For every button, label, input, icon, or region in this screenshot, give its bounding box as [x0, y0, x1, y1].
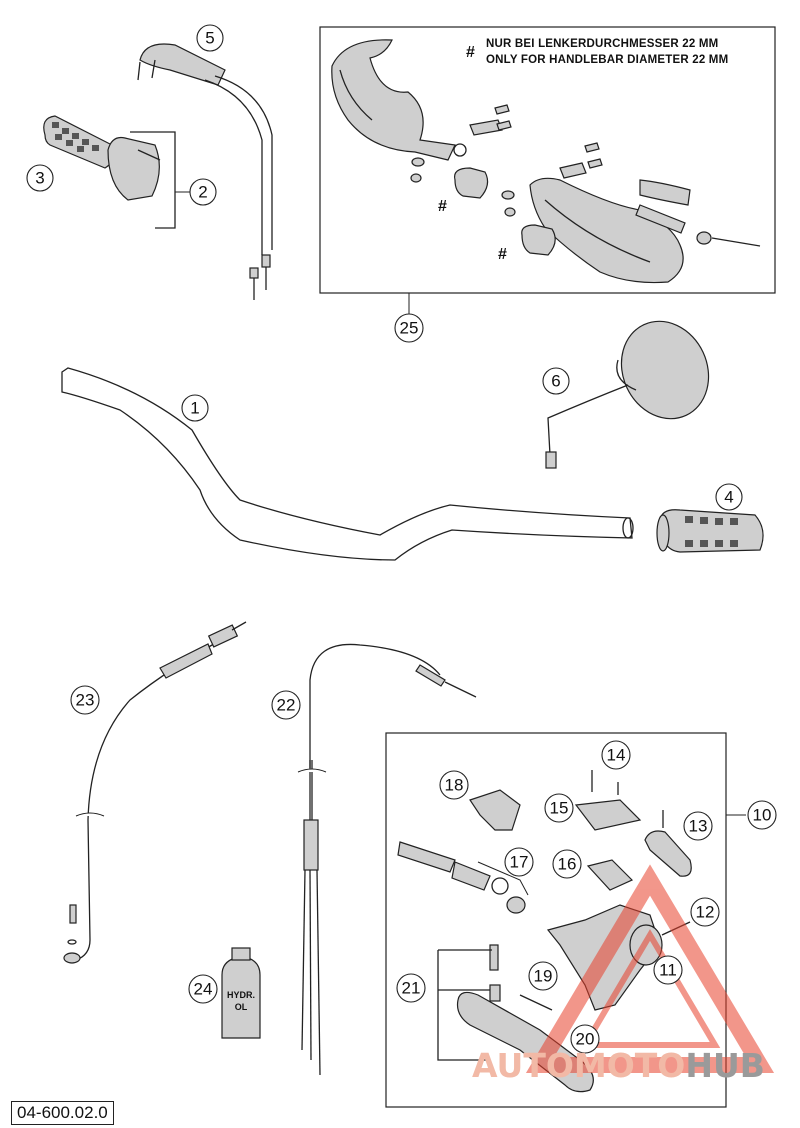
leader-17 — [477, 861, 529, 896]
bottle-label-line2: OL — [235, 1002, 248, 1012]
callout-25: 25 — [394, 313, 424, 343]
callout-5-label: 5 — [205, 29, 214, 48]
callout-11-label: 11 — [659, 961, 677, 980]
note-line-german: NUR BEI LENKERDURCHMESSER 22 MM — [486, 38, 719, 50]
note-line-english: ONLY FOR HANDLEBAR DIAMETER 22 MM — [486, 54, 729, 66]
callout-4-label: 4 — [724, 488, 733, 507]
callout-23: 23 — [70, 685, 100, 715]
callout-12-label: 12 — [696, 903, 715, 922]
callout-13-label: 13 — [689, 817, 708, 836]
callout-23-label: 23 — [76, 691, 95, 710]
callout-6: 6 — [542, 367, 570, 395]
callout-19-label: 19 — [534, 967, 553, 986]
callout-15: 15 — [544, 793, 574, 823]
callout-22: 22 — [271, 690, 301, 720]
diagram-code: 04-600.02.0 — [11, 1101, 114, 1125]
callout-21: 21 — [396, 973, 426, 1003]
callout-14-label: 14 — [607, 746, 626, 765]
callout-12: 12 — [690, 897, 720, 927]
callout-2-label: 2 — [198, 183, 207, 202]
callout-10-label: 10 — [753, 806, 772, 825]
callout-3-label: 3 — [35, 169, 44, 188]
handlebar — [61, 367, 633, 561]
diameter-note: NUR BEI LENKERDURCHMESSER 22 MM ONLY FOR… — [486, 36, 728, 68]
hash-marker-2: # — [498, 246, 507, 263]
brake-hose — [63, 621, 247, 964]
callout-20-label: 20 — [576, 1030, 595, 1049]
callout-6-label: 6 — [551, 372, 560, 391]
callout-11: 11 — [653, 955, 683, 985]
callout-1: 1 — [181, 394, 209, 422]
hydraulic-oil-bottle: HYDR. OL — [221, 947, 261, 1039]
watermark-text-part1: AUTOMOTO — [472, 1046, 686, 1085]
callout-10: 10 — [747, 800, 777, 830]
callout-5: 5 — [196, 24, 224, 52]
handlebar-end — [622, 517, 634, 539]
throttle-cables — [137, 43, 273, 300]
callout-24-label: 24 — [194, 980, 213, 999]
handguard-left — [331, 39, 512, 199]
callout-16: 16 — [552, 849, 582, 879]
callout-13: 13 — [683, 811, 713, 841]
callout-19: 19 — [528, 961, 558, 991]
callout-4: 4 — [715, 483, 743, 511]
watermark-logo — [525, 864, 775, 1073]
throttle-grip-assembly — [43, 115, 176, 229]
callouts: 1 2 3 4 5 6 10 11 12 13 14 15 16 17 18 1… — [26, 24, 777, 1054]
callout-17-label: 17 — [510, 853, 529, 872]
callout-22-label: 22 — [277, 696, 296, 715]
mirror — [545, 320, 710, 469]
callout-17: 17 — [504, 847, 534, 877]
watermark-text: AUTOMOTOHUB — [472, 1046, 765, 1085]
callout-16-label: 16 — [558, 855, 577, 874]
callout-20: 20 — [570, 1024, 600, 1054]
master-cylinder-box — [385, 732, 727, 1108]
callout-3: 3 — [26, 164, 54, 192]
callout-25-label: 25 — [400, 319, 419, 338]
callout-21-label: 21 — [402, 979, 421, 998]
callout-1-label: 1 — [190, 399, 199, 418]
callout-24: 24 — [188, 974, 218, 1004]
clutch-cable — [297, 643, 477, 1076]
callout-15-label: 15 — [550, 799, 569, 818]
callout-2: 2 — [189, 178, 217, 206]
watermark-text-part2: HUB — [685, 1046, 765, 1085]
callout-14: 14 — [601, 740, 631, 770]
bottle-label-line1: HYDR. — [227, 990, 255, 1000]
hash-marker-1: # — [438, 198, 447, 215]
callout-18: 18 — [439, 770, 469, 800]
callout-18-label: 18 — [445, 776, 464, 795]
handguard-right — [501, 142, 761, 284]
handguard-kit-box — [319, 26, 776, 294]
left-grip — [656, 509, 764, 553]
note-hash-symbol: # — [466, 44, 475, 61]
